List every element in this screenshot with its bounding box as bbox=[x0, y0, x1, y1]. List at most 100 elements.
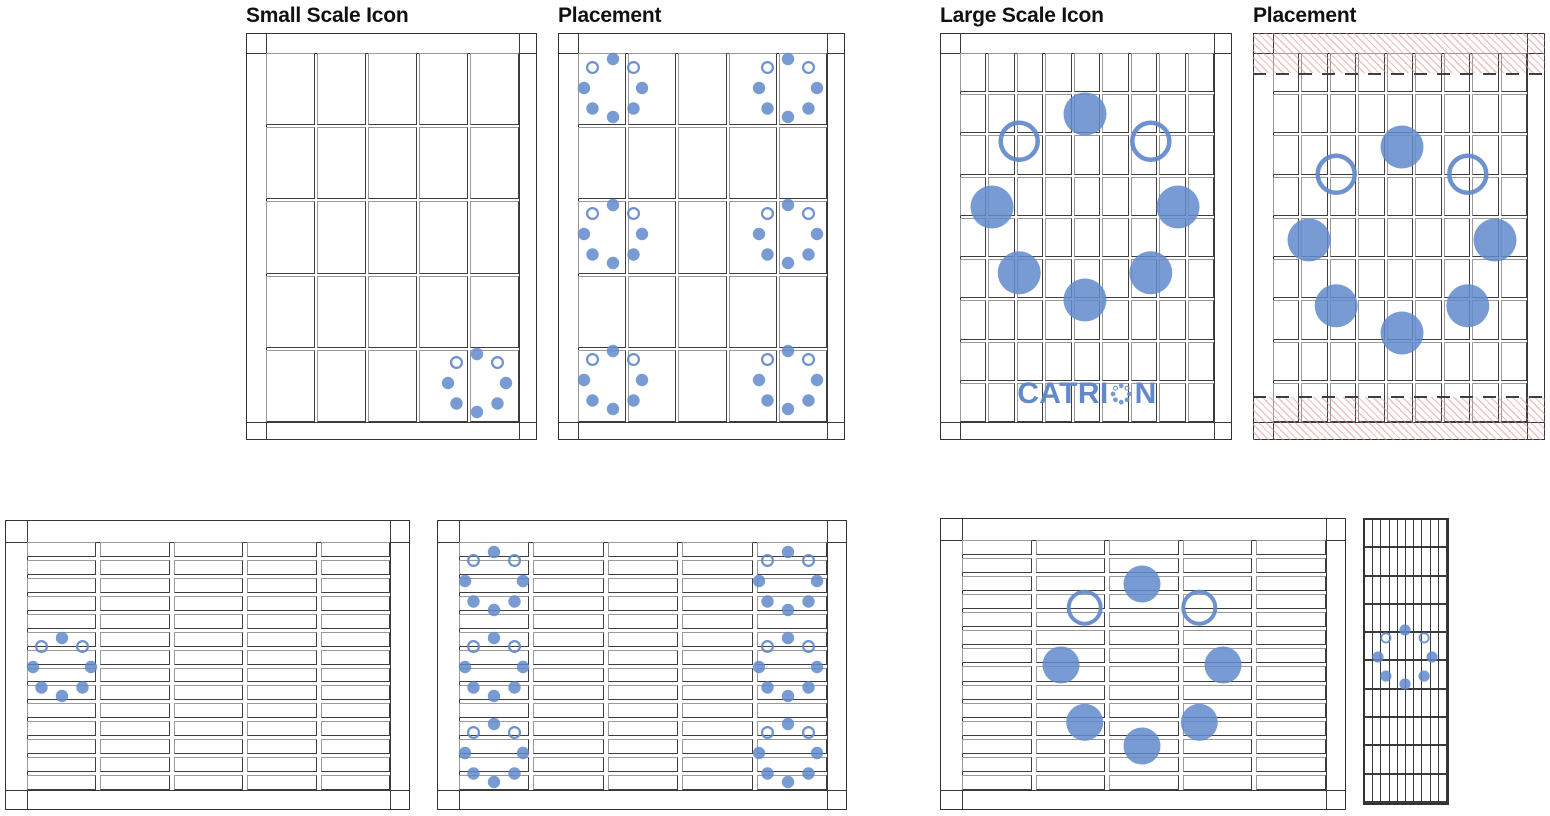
facade-cell bbox=[1045, 135, 1072, 175]
facade-cell bbox=[988, 53, 1015, 93]
facade-cell bbox=[470, 349, 519, 422]
facade-cell bbox=[419, 275, 468, 348]
facade-cell bbox=[1386, 259, 1414, 299]
fin-cell bbox=[1405, 718, 1415, 747]
facade-cell bbox=[1301, 94, 1328, 134]
facade-cell bbox=[1415, 94, 1442, 134]
fin-cell bbox=[1422, 604, 1431, 634]
facade-cell bbox=[27, 685, 97, 701]
facade-cell bbox=[1045, 53, 1072, 93]
fin-cell bbox=[1381, 661, 1390, 690]
fin-cell bbox=[1381, 548, 1390, 577]
facade-cell bbox=[317, 201, 366, 274]
facade-cell bbox=[459, 649, 530, 665]
facade-cell bbox=[1472, 176, 1499, 216]
fin-cell bbox=[1422, 774, 1431, 803]
facade-cell bbox=[27, 559, 97, 575]
facade-cell bbox=[100, 739, 170, 755]
facade-cell bbox=[247, 542, 317, 557]
fin-cell bbox=[1405, 689, 1415, 719]
fin-cell bbox=[1430, 548, 1439, 577]
frame-mullion-line bbox=[1214, 34, 1215, 439]
facade-cell bbox=[173, 542, 244, 557]
facade-cell bbox=[1256, 702, 1326, 718]
facade-cell bbox=[1159, 135, 1186, 175]
facade-cell bbox=[1016, 176, 1044, 216]
facade-cell bbox=[1130, 300, 1158, 340]
facade-cell bbox=[173, 595, 244, 611]
facade-cell bbox=[247, 721, 317, 737]
frame-mullion-line bbox=[247, 422, 536, 423]
facade-cell bbox=[1109, 576, 1179, 592]
facade-cell bbox=[1102, 300, 1129, 340]
facade-cell bbox=[1109, 738, 1179, 754]
facade-cell bbox=[1329, 94, 1357, 134]
fin-cell bbox=[1430, 774, 1439, 803]
facade-cell bbox=[628, 127, 677, 200]
facade-cell bbox=[533, 757, 604, 773]
facade-cell bbox=[1130, 135, 1158, 175]
facade-cell bbox=[960, 217, 987, 258]
frame-mullion-line bbox=[827, 521, 828, 809]
facade-cell bbox=[173, 667, 244, 683]
facade-cell bbox=[1073, 53, 1101, 93]
facade-cell bbox=[756, 757, 827, 773]
facade-cell bbox=[578, 127, 627, 200]
facade-cell bbox=[317, 349, 366, 422]
fin-cell bbox=[1381, 520, 1390, 549]
facade-cell bbox=[100, 631, 170, 647]
fin-cell bbox=[1414, 576, 1423, 605]
facade-cell bbox=[320, 667, 390, 683]
restricted-zone-hatch bbox=[1253, 397, 1545, 440]
fin-cell bbox=[1365, 576, 1374, 605]
facade-cell bbox=[682, 667, 753, 683]
fin-cell bbox=[1438, 746, 1447, 775]
fin-cell bbox=[1438, 718, 1447, 747]
facade-cell bbox=[320, 577, 390, 593]
facade-cell bbox=[1187, 300, 1214, 340]
facade-cell bbox=[1109, 612, 1179, 628]
facade-cell bbox=[1016, 217, 1044, 258]
frame-mullion-line bbox=[962, 519, 963, 809]
facade-cell bbox=[173, 559, 244, 575]
facade-cell bbox=[1329, 300, 1357, 340]
fin-cell bbox=[1381, 576, 1390, 605]
facade-cell bbox=[1073, 217, 1101, 258]
facade-cell bbox=[1472, 94, 1499, 134]
facade-cell bbox=[320, 703, 390, 719]
fin-cell bbox=[1430, 604, 1439, 634]
facade-cell bbox=[607, 703, 679, 719]
fin-cell bbox=[1381, 746, 1390, 775]
frame-mullion-line bbox=[559, 422, 844, 423]
facade-cell bbox=[962, 756, 1032, 772]
facade-cell bbox=[728, 127, 777, 200]
facade-cell bbox=[607, 613, 679, 629]
facade-cell bbox=[368, 275, 417, 348]
fin-cell bbox=[1397, 661, 1406, 690]
fin-cell bbox=[1373, 548, 1382, 577]
fin-cell bbox=[1405, 548, 1415, 577]
facade-cell bbox=[1273, 217, 1300, 258]
facade-cell bbox=[320, 721, 390, 737]
fin-cell bbox=[1373, 746, 1382, 775]
fin-cell bbox=[1422, 633, 1431, 662]
fin-cell bbox=[1365, 774, 1374, 803]
fin-cell bbox=[1373, 689, 1382, 719]
fin-cell bbox=[1389, 718, 1398, 747]
facade-cell bbox=[1358, 94, 1385, 134]
facade-cell bbox=[247, 559, 317, 575]
fin-cell bbox=[1438, 689, 1447, 719]
facade-cell bbox=[100, 559, 170, 575]
facade-cell bbox=[756, 559, 827, 575]
facade-cell bbox=[266, 127, 315, 200]
facade-cell bbox=[1329, 341, 1357, 381]
facade-cell bbox=[1035, 648, 1106, 664]
facade-cell bbox=[1256, 594, 1326, 610]
fin-cell bbox=[1389, 689, 1398, 719]
facade-cell bbox=[533, 775, 604, 790]
facade-cell bbox=[1102, 217, 1129, 258]
fin-cell bbox=[1381, 633, 1390, 662]
facade-cell bbox=[1386, 94, 1414, 134]
facade-cell bbox=[628, 349, 677, 422]
facade-cell bbox=[962, 738, 1032, 754]
